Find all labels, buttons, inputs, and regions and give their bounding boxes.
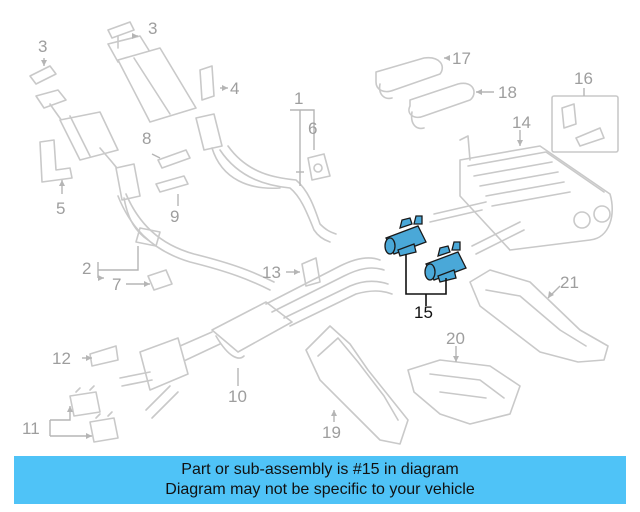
center-muffler [119, 257, 393, 419]
callout-20: 20 [446, 329, 465, 348]
part-13-hanger [301, 257, 321, 287]
part-3-left-bracket [29, 65, 57, 85]
banner-line-disclaimer: Diagram may not be specific to your vehi… [165, 481, 475, 498]
callout-16: 16 [574, 69, 593, 88]
part-15-leader [405, 254, 447, 306]
part-16-box [551, 95, 619, 153]
callout-19: 19 [322, 423, 341, 442]
banner-line-part: Part or sub-assembly is #15 in diagram [181, 461, 459, 478]
left-catalytic-converter [35, 89, 149, 241]
callout-2: 2 [82, 259, 91, 278]
callout-3-top: 3 [148, 19, 157, 38]
callout-14: 14 [512, 113, 531, 132]
callout-17: 17 [452, 49, 471, 68]
part-11-clamps [69, 385, 119, 443]
callout-10: 10 [228, 387, 247, 406]
part-18-tailpipe [408, 82, 475, 130]
callout-18: 18 [498, 83, 517, 102]
part-15-clamp-upper [384, 215, 427, 257]
callout-21: 21 [560, 273, 579, 292]
callout-11: 11 [22, 419, 40, 438]
exhaust-parts-diagram: 3 3 4 1 6 8 9 5 2 7 13 12 10 11 17 18 16… [22, 19, 619, 445]
front-pipe [117, 193, 275, 291]
callout-13: 13 [262, 263, 281, 282]
intermediate-pipe [219, 145, 337, 243]
callout-1: 1 [294, 89, 303, 108]
part-15-clamp-lower [424, 241, 467, 283]
callout-12: 12 [52, 349, 71, 368]
callout-9: 9 [170, 207, 179, 226]
part-21-heat-shield [469, 269, 609, 363]
part-17-tailpipe [375, 56, 444, 100]
callout-7: 7 [112, 275, 121, 294]
callout-4: 4 [230, 79, 239, 98]
part-4-bracket [199, 65, 215, 101]
top-catalytic-converter [107, 35, 281, 190]
part-12-bracket [89, 345, 119, 367]
callout-5: 5 [56, 199, 65, 218]
info-banner: Part or sub-assembly is #15 in diagram D… [14, 456, 626, 504]
part-7-hanger [147, 269, 173, 291]
part-5-bracket [39, 139, 73, 183]
rear-muffler [429, 135, 613, 255]
part-3-top-bracket [107, 21, 135, 49]
callout-3-left: 3 [38, 37, 47, 56]
callout-arrowheads [41, 33, 554, 439]
part-8-clip [157, 149, 191, 169]
callout-8: 8 [142, 129, 151, 148]
part-6-hanger [307, 153, 331, 181]
part-20-heat-shield [407, 359, 521, 425]
callout-6: 6 [308, 119, 317, 138]
callout-15: 15 [414, 303, 433, 322]
part-9-clip [155, 175, 189, 193]
part-19-heat-shield [305, 325, 409, 445]
